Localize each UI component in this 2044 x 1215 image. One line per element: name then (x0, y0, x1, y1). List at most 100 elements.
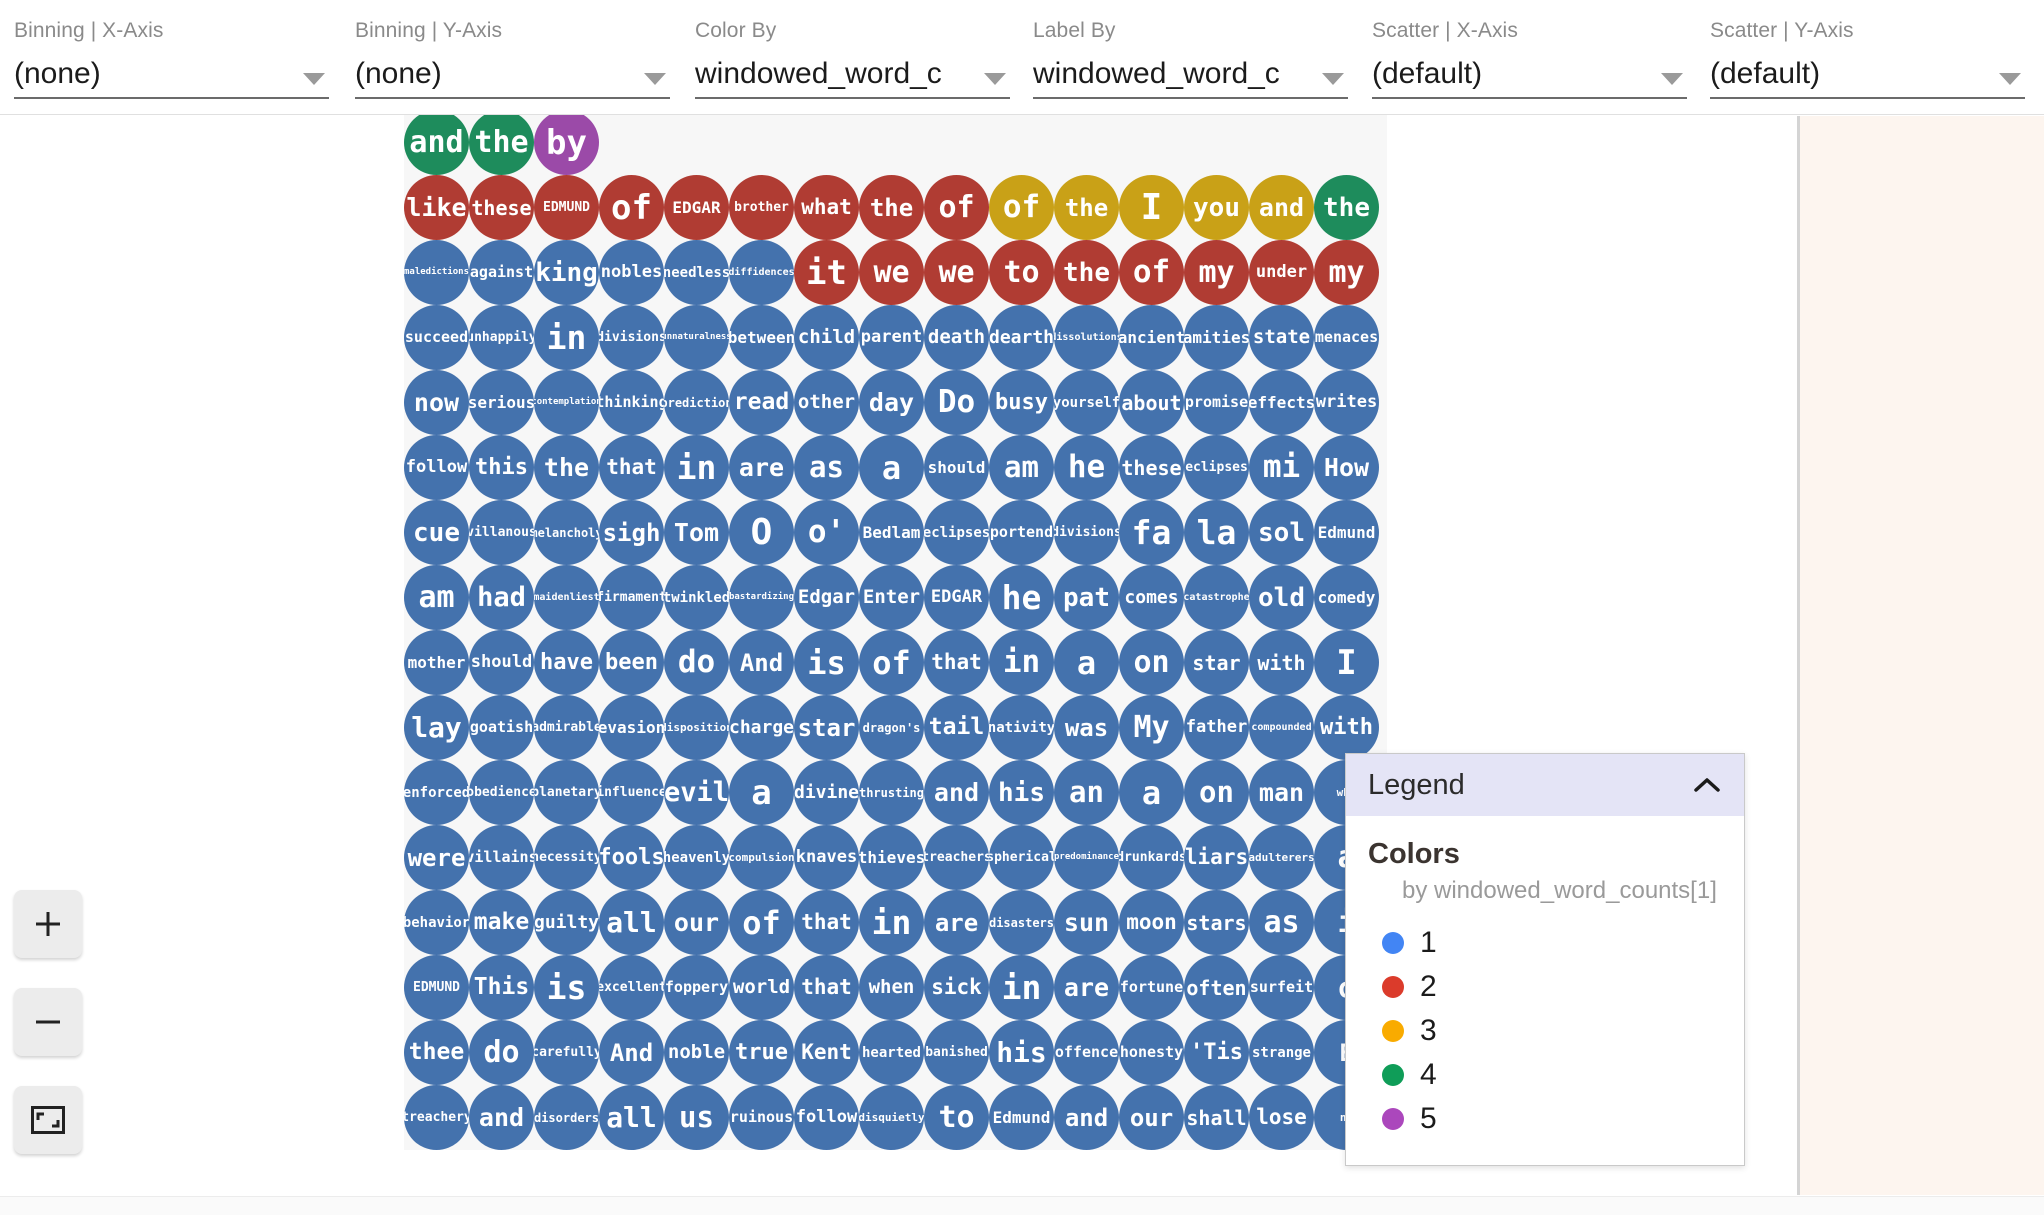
control-select[interactable]: (default) (1710, 51, 2025, 99)
bubble[interactable]: we (859, 240, 924, 305)
bubble[interactable]: Enter (859, 565, 924, 630)
bubble[interactable]: that (599, 435, 664, 500)
bubble[interactable]: a (859, 435, 924, 500)
bubble[interactable]: How (1314, 435, 1379, 500)
zoom-out-button[interactable] (14, 988, 82, 1056)
bubble[interactable]: treachery (404, 1085, 469, 1150)
bubble[interactable]: of (989, 175, 1054, 240)
bubble[interactable]: dragon's (859, 695, 924, 760)
bubble[interactable]: dearth (989, 305, 1054, 370)
zoom-in-button[interactable] (14, 890, 82, 958)
bubble[interactable]: with (1249, 630, 1314, 695)
bubble[interactable]: writes (1314, 370, 1379, 435)
bubble[interactable]: of (729, 890, 794, 955)
bubble[interactable]: under (1249, 240, 1314, 305)
bubble[interactable]: promise (1184, 370, 1249, 435)
legend-item[interactable]: 1 (1368, 921, 1722, 965)
bubble[interactable]: planetary (534, 760, 599, 825)
bubble[interactable]: make (469, 890, 534, 955)
bubble[interactable]: are (729, 435, 794, 500)
bubble[interactable]: villains (469, 825, 534, 890)
bubble[interactable]: noble (664, 1020, 729, 1085)
bubble[interactable]: fools (599, 825, 664, 890)
bubble[interactable]: excellent (599, 955, 664, 1020)
bubble[interactable]: that (924, 630, 989, 695)
bubble[interactable]: mother (404, 630, 469, 695)
bubble[interactable]: sick (924, 955, 989, 1020)
bubble[interactable]: you (1184, 175, 1249, 240)
bubble[interactable]: thieves (859, 825, 924, 890)
control-scatter-x-axis[interactable]: Scatter | X-Axis (default) (1372, 18, 1687, 99)
bubble[interactable]: predominance (1054, 825, 1119, 890)
bubble[interactable]: maledictions (404, 240, 469, 305)
bubble[interactable]: of (599, 175, 664, 240)
bubble[interactable]: death (924, 305, 989, 370)
bubble[interactable]: strange (1249, 1020, 1314, 1085)
bubble[interactable]: evil (664, 760, 729, 825)
bubble[interactable]: that (794, 890, 859, 955)
bubble[interactable]: And (729, 630, 794, 695)
bubble[interactable]: villanous (469, 500, 534, 565)
bubble[interactable]: diffidences (729, 240, 794, 305)
bubble[interactable]: is (534, 955, 599, 1020)
bubble[interactable]: goatish (469, 695, 534, 760)
bubble[interactable]: sol (1249, 500, 1314, 565)
bubble[interactable]: the (469, 115, 534, 175)
bubble[interactable]: man (1249, 760, 1314, 825)
bubble[interactable]: of (859, 630, 924, 695)
bubble[interactable]: in (859, 890, 924, 955)
bubble[interactable]: compounded (1249, 695, 1314, 760)
bubble[interactable]: a (1054, 630, 1119, 695)
bubble[interactable]: about (1119, 370, 1184, 435)
bubble[interactable]: twinkled (664, 565, 729, 630)
bubble[interactable]: disquietly (859, 1085, 924, 1150)
bubble[interactable]: follow (794, 1085, 859, 1150)
bubble[interactable]: guilty (534, 890, 599, 955)
bubble[interactable]: and (924, 760, 989, 825)
bubble[interactable]: the (859, 175, 924, 240)
bubble[interactable]: his (989, 1020, 1054, 1085)
bubble[interactable]: with (1314, 695, 1379, 760)
bubble[interactable]: of (924, 175, 989, 240)
control-scatter-y-axis[interactable]: Scatter | Y-Axis (default) (1710, 18, 2025, 99)
bubble[interactable]: disorders (534, 1085, 599, 1150)
bubble[interactable]: bastardizing (729, 565, 794, 630)
bubble[interactable]: enforced (404, 760, 469, 825)
bubble[interactable]: to (989, 240, 1054, 305)
bubble[interactable]: melancholy (534, 500, 599, 565)
bubble[interactable]: follow (404, 435, 469, 500)
bubble[interactable]: and (1054, 1085, 1119, 1150)
bubble[interactable]: Kent (794, 1020, 859, 1085)
bubble[interactable]: now (404, 370, 469, 435)
bubble[interactable]: stars (1184, 890, 1249, 955)
bubble[interactable]: charge (729, 695, 794, 760)
bubble[interactable]: state (1249, 305, 1314, 370)
bubble[interactable]: in (989, 955, 1054, 1020)
bubble[interactable]: fortune (1119, 955, 1184, 1020)
bubble[interactable]: unnaturalness (664, 305, 729, 370)
bubble[interactable]: disposition (664, 695, 729, 760)
bubble[interactable]: Edmund (989, 1085, 1054, 1150)
bubble[interactable]: banished (924, 1020, 989, 1085)
bubble[interactable]: maidenliest (534, 565, 599, 630)
bubble[interactable]: by (534, 115, 599, 175)
bubble[interactable]: lay (404, 695, 469, 760)
bubble[interactable]: is (794, 630, 859, 695)
bubble[interactable]: comes (1119, 565, 1184, 630)
bubble[interactable]: these (1119, 435, 1184, 500)
bubble[interactable]: my (1184, 240, 1249, 305)
bubble[interactable]: child (794, 305, 859, 370)
bubble[interactable]: to (924, 1085, 989, 1150)
bubble[interactable]: was (1054, 695, 1119, 760)
bubble[interactable]: old (1249, 565, 1314, 630)
bubble[interactable]: true (729, 1020, 794, 1085)
bubble[interactable]: am (989, 435, 1054, 500)
control-binning-y-axis[interactable]: Binning | Y-Axis (none) (355, 18, 670, 99)
bubble[interactable]: in (534, 305, 599, 370)
bubble[interactable]: our (1119, 1085, 1184, 1150)
bubble[interactable]: he (989, 565, 1054, 630)
bubble[interactable]: liars (1184, 825, 1249, 890)
bubble[interactable]: pat (1054, 565, 1119, 630)
bubble[interactable]: eclipses (1184, 435, 1249, 500)
